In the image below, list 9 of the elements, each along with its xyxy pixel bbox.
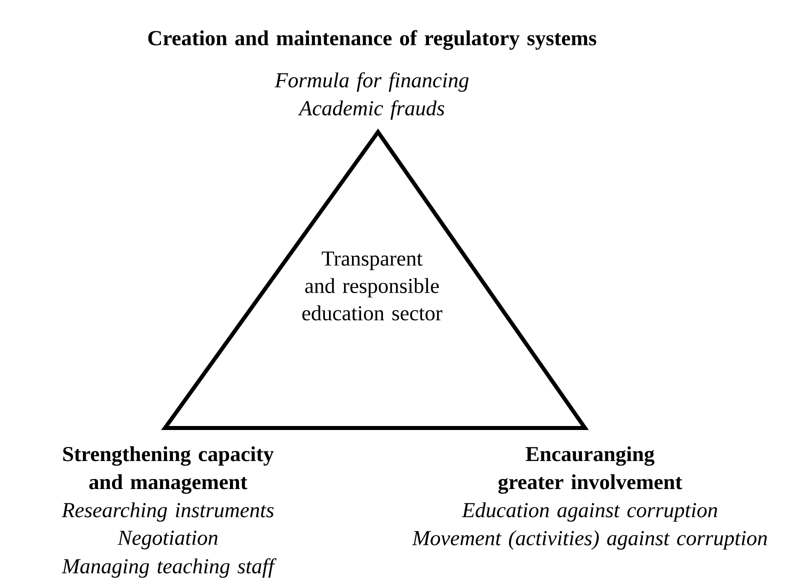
item-text: Movement (activities) against corruption (412, 530, 767, 550)
item-text: Managing teaching staff (62, 558, 277, 578)
item-text: Education against corruption (462, 502, 718, 522)
item-text: Negotiation (117, 530, 218, 550)
item-text: Formula for financing (274, 72, 469, 92)
item-text: Researching instruments (62, 502, 274, 522)
heading: Creation and maintenance of regulatory systems (148, 30, 596, 50)
heading: Strengthening capacity and management (63, 446, 274, 494)
heading: Encauranging greater involvement (498, 446, 682, 494)
